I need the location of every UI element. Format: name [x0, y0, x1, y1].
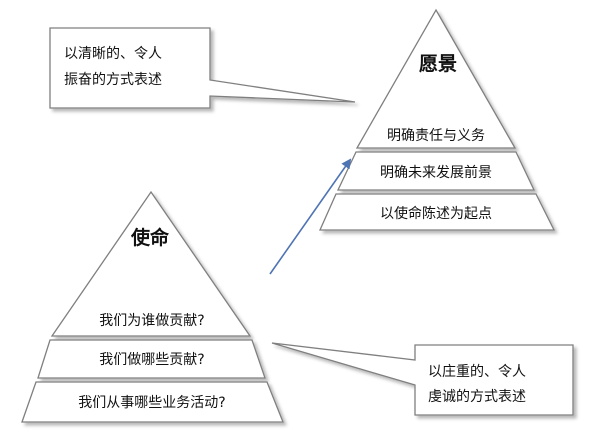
mission-callout-line-1: 以庄重的、令人: [428, 363, 526, 380]
mission-tier-2-shape: [37, 339, 266, 379]
vision-callout-shape: [49, 27, 356, 109]
mission-pyramid: 使命 我们为谁做贡献? 我们做哪些贡献? 我们从事哪些业务活动?: [21, 190, 284, 423]
vision-pyramid-apex: [355, 8, 517, 149]
vision-callout: 以清晰的、令人 振奋的方式表述: [49, 27, 356, 109]
mission-tier-3-shape: [21, 381, 284, 423]
vision-tier-2: 明确未来发展前景: [380, 164, 492, 181]
vision-tier-2-shape: [336, 151, 536, 191]
mission-title: 使命: [130, 226, 170, 249]
mission-callout-line-2: 虔诚的方式表述: [428, 389, 526, 405]
vision-title: 愿景: [419, 53, 457, 75]
vision-tier-3: 以使命陈述为起点: [380, 205, 492, 222]
mission-callout: 以庄重的、令人 虔诚的方式表述: [271, 342, 574, 416]
mission-tier-1: 我们为谁做贡献?: [99, 313, 204, 329]
mission-tier-3: 我们从事哪些业务活动?: [78, 395, 225, 411]
vision-tier-1: 明确责任与义务: [387, 128, 485, 144]
vision-pyramid: 愿景 明确责任与义务 明确未来发展前景 以使命陈述为起点: [318, 8, 556, 231]
mission-to-vision-arrow: [269, 158, 352, 275]
mission-callout-shape: [271, 342, 574, 416]
vision-tier-3-shape: [318, 193, 556, 231]
vision-callout-line-2: 振奋的方式表述: [64, 72, 162, 88]
mission-tier-2: 我们做哪些贡献?: [99, 352, 204, 368]
mission-pyramid-apex: [50, 190, 252, 337]
vision-callout-line-1: 以清晰的、令人: [64, 46, 162, 62]
